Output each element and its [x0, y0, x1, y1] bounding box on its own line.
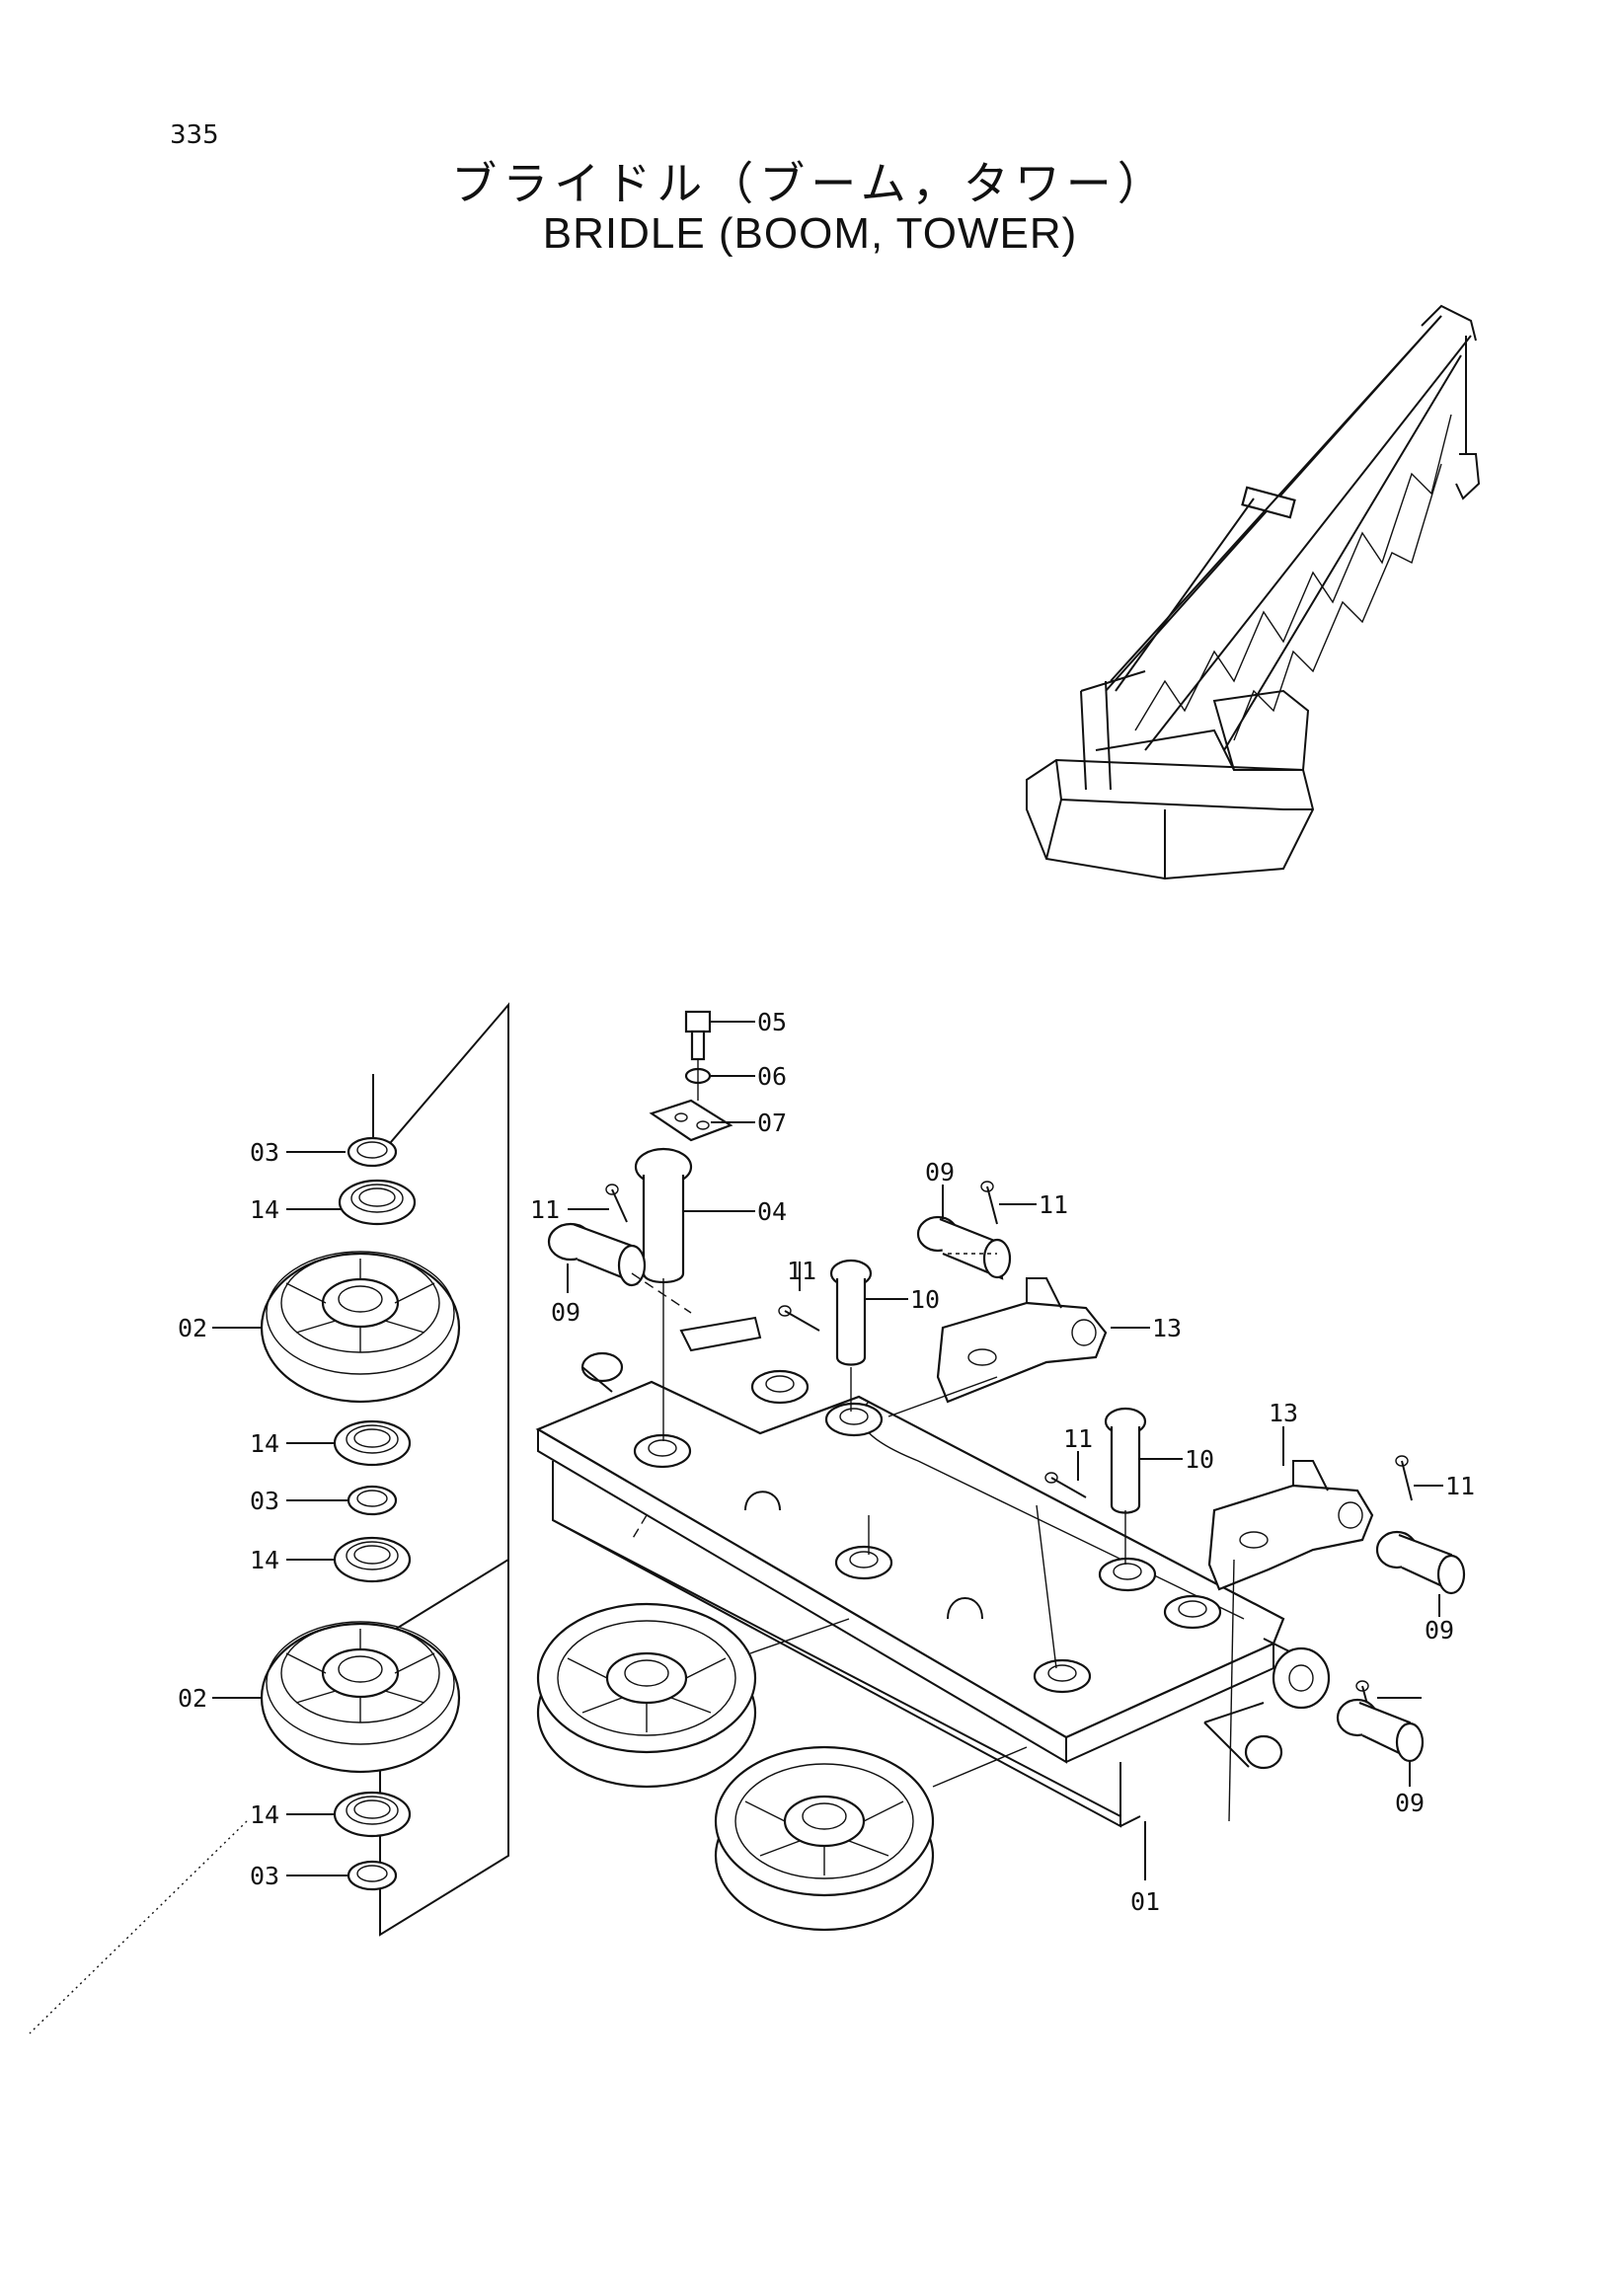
callout-09: 09 [1425, 1616, 1454, 1645]
callout-10: 10 [910, 1285, 940, 1314]
callout-09: 09 [925, 1158, 955, 1186]
callout-02: 02 [178, 1684, 207, 1713]
callout-01: 01 [1130, 1887, 1160, 1916]
cotter-pin-11-d [1044, 1472, 1087, 1498]
callout-10: 10 [1185, 1445, 1214, 1474]
callout-11: 11 [787, 1257, 816, 1285]
callout-14: 14 [250, 1429, 279, 1458]
seal-ring-03-middle [347, 1485, 398, 1516]
callout-labels: 03 14 02 14 03 14 02 14 03 05 06 07 04 1… [178, 1008, 1475, 1916]
callout-03: 03 [250, 1138, 279, 1167]
double-sheave-rear [714, 1745, 935, 1932]
sheave-02-top [260, 1251, 461, 1404]
cotter-pin-11-c [980, 1181, 998, 1225]
cotter-pin-11-e [1395, 1455, 1413, 1501]
leader-lines [212, 1021, 1443, 1880]
bearing-14-middle [333, 1419, 412, 1467]
callout-11: 11 [1445, 1472, 1475, 1500]
callout-03: 03 [250, 1862, 279, 1890]
pin-09-lower [1336, 1698, 1425, 1763]
bolt-05 [684, 1010, 712, 1061]
pin-09-left [547, 1222, 647, 1287]
clevis-13-right [1207, 1460, 1374, 1591]
callout-14: 14 [250, 1195, 279, 1224]
callout-07: 07 [757, 1109, 787, 1137]
callout-13: 13 [1152, 1314, 1182, 1342]
pin-09-upper [916, 1215, 1012, 1280]
lock-plate-07 [649, 1099, 733, 1142]
callout-03: 03 [250, 1487, 279, 1515]
callout-05: 05 [757, 1008, 787, 1036]
bearing-14-bottom [333, 1791, 412, 1838]
left-assembly-bracket [372, 1002, 509, 1937]
callout-11: 11 [1039, 1190, 1068, 1219]
title-japanese: ブライドル（ブーム，タワー） [451, 157, 1169, 210]
clevis-13-upper [936, 1277, 1108, 1404]
bearing-14-top [338, 1179, 417, 1226]
callout-13: 13 [1269, 1399, 1298, 1427]
pin-10-center [829, 1259, 873, 1366]
callout-02: 02 [178, 1314, 207, 1342]
seal-ring-03-top [347, 1136, 398, 1168]
callout-06: 06 [757, 1062, 787, 1091]
callout-14: 14 [250, 1546, 279, 1574]
callout-09: 09 [551, 1298, 580, 1327]
pin-10-right [1104, 1407, 1147, 1514]
callout-14: 14 [250, 1800, 279, 1829]
cotter-pin-11-b [778, 1305, 820, 1332]
cotter-pin-11-a [605, 1184, 628, 1223]
bearing-14-lower [333, 1536, 412, 1583]
double-sheave-front [536, 1602, 757, 1789]
sheave-02-bottom [260, 1621, 461, 1774]
explode-lines [29, 1059, 1235, 2034]
callout-04: 04 [757, 1197, 787, 1226]
title-english: BRIDLE (BOOM, TOWER) [542, 209, 1078, 258]
crane-overview-illustration [1026, 304, 1481, 880]
pin-09-right [1375, 1530, 1466, 1595]
bridle-frame-01 [535, 1316, 1331, 1828]
pin-04 [634, 1147, 693, 1284]
callout-09: 09 [1395, 1789, 1425, 1817]
callout-11: 11 [530, 1195, 560, 1224]
seal-ring-03-bottom [347, 1860, 398, 1891]
callout-11: 11 [1063, 1424, 1093, 1453]
page-number: 335 [170, 120, 219, 150]
